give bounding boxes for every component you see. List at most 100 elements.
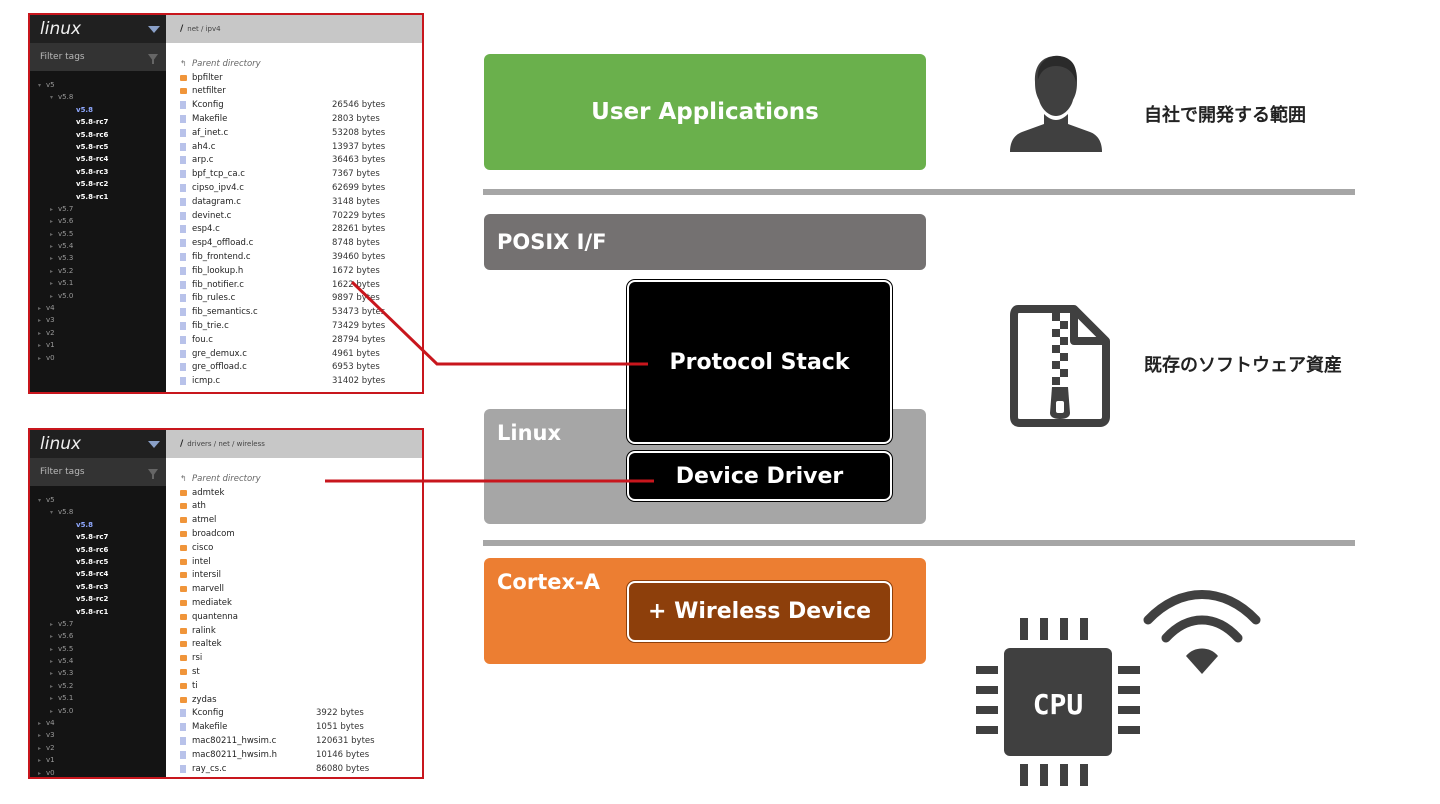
tree-item-version[interactable]: ▸v5.7 bbox=[30, 203, 166, 215]
tree-item-version[interactable]: ▸v5.5 bbox=[30, 643, 166, 655]
tree-item-tag[interactable]: v5.8-rc2 bbox=[30, 593, 166, 605]
file-name[interactable]: realtek bbox=[192, 639, 222, 650]
file-name[interactable]: devinet.c bbox=[192, 210, 232, 221]
breadcrumb-path[interactable]: net / ipv4 bbox=[187, 25, 221, 33]
tree-item-version[interactable]: ▸v5.7 bbox=[30, 618, 166, 630]
filter-icon[interactable] bbox=[148, 53, 158, 64]
tree-item-tag[interactable]: v5.8-rc3 bbox=[30, 166, 166, 178]
tree-item-tag[interactable]: v5.8-rc6 bbox=[30, 129, 166, 141]
list-item[interactable]: mediatek bbox=[180, 596, 422, 610]
list-item[interactable]: bpfilter bbox=[180, 71, 422, 85]
file-name[interactable]: Makefile bbox=[192, 722, 228, 733]
list-item[interactable]: ath bbox=[180, 500, 422, 514]
file-name[interactable]: ray_cs.c bbox=[192, 763, 227, 774]
parent-directory-link[interactable]: ↰Parent directory bbox=[180, 472, 422, 486]
file-name[interactable]: arp.c bbox=[192, 155, 214, 166]
list-item[interactable]: marvell bbox=[180, 582, 422, 596]
file-name[interactable]: Kconfig bbox=[192, 100, 224, 111]
tree-item-tag[interactable]: v5.8 bbox=[30, 104, 166, 116]
list-item[interactable]: zydas bbox=[180, 693, 422, 707]
file-name[interactable]: fib_frontend.c bbox=[192, 252, 251, 263]
tree-item-major[interactable]: ▸v1 bbox=[30, 339, 166, 351]
file-name[interactable]: intersil bbox=[192, 570, 221, 581]
tree-item-version[interactable]: ▸v5.4 bbox=[30, 655, 166, 667]
tree-item-version[interactable]: ▸v5.6 bbox=[30, 215, 166, 227]
file-name[interactable]: esp4_offload.c bbox=[192, 238, 254, 249]
tree-item-v5-8[interactable]: ▾v5.8 bbox=[30, 506, 166, 518]
file-name[interactable]: fou.c bbox=[192, 334, 213, 345]
file-name[interactable]: cisco bbox=[192, 542, 214, 553]
tree-item-tag[interactable]: v5.8-rc3 bbox=[30, 581, 166, 593]
list-item[interactable]: rsi bbox=[180, 651, 422, 665]
filter-tags-input[interactable]: Filter tags bbox=[30, 458, 166, 486]
tree-item-version[interactable]: ▸v5.0 bbox=[30, 705, 166, 717]
tree-item-version[interactable]: ▸v5.5 bbox=[30, 228, 166, 240]
tree-item-v5[interactable]: ▾v5 bbox=[30, 494, 166, 506]
file-name[interactable]: ralink bbox=[192, 625, 216, 636]
tree-item-tag[interactable]: v5.8-rc2 bbox=[30, 178, 166, 190]
list-item[interactable]: quantenna bbox=[180, 610, 422, 624]
breadcrumb-root[interactable]: / bbox=[180, 24, 184, 34]
file-name[interactable]: fib_lookup.h bbox=[192, 265, 244, 276]
list-item[interactable]: st bbox=[180, 665, 422, 679]
file-name[interactable]: fib_notifier.c bbox=[192, 279, 244, 290]
tree-item-major[interactable]: ▸v4 bbox=[30, 717, 166, 729]
chevron-down-icon[interactable] bbox=[148, 25, 160, 33]
file-name[interactable]: intel bbox=[192, 556, 211, 567]
file-name[interactable]: ath bbox=[192, 501, 206, 512]
tree-item-version[interactable]: ▸v5.0 bbox=[30, 290, 166, 302]
file-name[interactable]: icmp.c bbox=[192, 376, 221, 387]
file-name[interactable]: bpfilter bbox=[192, 72, 223, 83]
tree-item-tag[interactable]: v5.8-rc5 bbox=[30, 141, 166, 153]
list-item[interactable]: realtek bbox=[180, 638, 422, 652]
file-name[interactable]: mac80211_hwsim.c bbox=[192, 736, 277, 747]
tree-item-major[interactable]: ▸v3 bbox=[30, 729, 166, 741]
file-name[interactable]: fib_trie.c bbox=[192, 321, 229, 332]
tree-item-version[interactable]: ▸v5.2 bbox=[30, 265, 166, 277]
file-name[interactable]: bpf_tcp_ca.c bbox=[192, 169, 245, 180]
tree-item-tag[interactable]: v5.8-rc7 bbox=[30, 116, 166, 128]
tree-item-major[interactable]: ▸v3 bbox=[30, 314, 166, 326]
file-name[interactable]: quantenna bbox=[192, 611, 238, 622]
tree-item-version[interactable]: ▸v5.3 bbox=[30, 252, 166, 264]
tree-item-version[interactable]: ▸v5.6 bbox=[30, 630, 166, 642]
list-item[interactable]: ralink bbox=[180, 624, 422, 638]
file-name[interactable]: datagram.c bbox=[192, 196, 241, 207]
list-item[interactable]: broadcom bbox=[180, 527, 422, 541]
tree-item-major[interactable]: ▸v4 bbox=[30, 302, 166, 314]
list-item[interactable]: atmel bbox=[180, 513, 422, 527]
filter-icon[interactable] bbox=[148, 468, 158, 479]
tree-item-tag[interactable]: v5.8-rc4 bbox=[30, 153, 166, 165]
list-item[interactable]: admtek bbox=[180, 486, 422, 500]
filter-tags-input[interactable]: Filter tags bbox=[30, 43, 166, 71]
tree-item-tag[interactable]: v5.8-rc1 bbox=[30, 191, 166, 203]
tree-item-major[interactable]: ▸v1 bbox=[30, 754, 166, 766]
linux-logo[interactable]: linux bbox=[40, 19, 82, 39]
file-name[interactable]: Parent directory bbox=[192, 473, 261, 484]
parent-directory-link[interactable]: ↰Parent directory bbox=[180, 57, 422, 71]
file-name[interactable]: Makefile bbox=[192, 114, 228, 125]
tree-item-version[interactable]: ▸v5.4 bbox=[30, 240, 166, 252]
file-name[interactable]: mediatek bbox=[192, 598, 232, 609]
file-name[interactable]: fib_rules.c bbox=[192, 293, 236, 304]
linux-logo[interactable]: linux bbox=[40, 434, 82, 454]
file-name[interactable]: cipso_ipv4.c bbox=[192, 183, 244, 194]
